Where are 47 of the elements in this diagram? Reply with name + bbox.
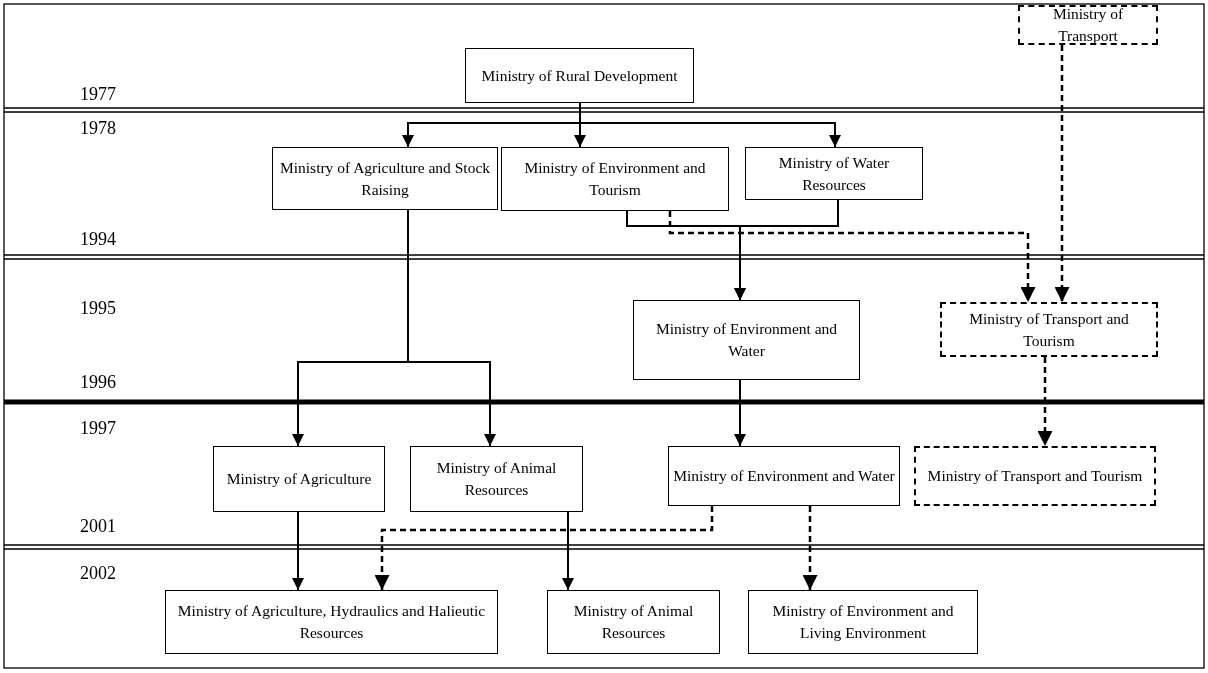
year-label: 2002 bbox=[80, 563, 116, 584]
arrow bbox=[562, 511, 574, 591]
year-label: 1978 bbox=[80, 118, 116, 139]
ministry-box bbox=[272, 147, 498, 210]
year-label: 1997 bbox=[80, 418, 116, 439]
box-label: Ministry of Transport bbox=[1051, 4, 1125, 46]
arrow bbox=[292, 511, 304, 591]
box-label: Ministry of Water Resources bbox=[777, 152, 891, 195]
arrow bbox=[668, 211, 1036, 302]
year-label: 2001 bbox=[80, 516, 116, 537]
arrow bbox=[734, 379, 746, 447]
ministry-box bbox=[940, 302, 1158, 357]
box-label: Ministry of Agriculture and Stock Raising bbox=[278, 157, 492, 200]
ministry-box bbox=[410, 446, 583, 512]
box-label: Ministry of Environment and Water bbox=[672, 466, 896, 486]
ministry-box bbox=[914, 446, 1156, 506]
box-label: Ministry of Environment and Water bbox=[654, 319, 839, 361]
box-label: Ministry of Agriculture bbox=[225, 469, 373, 489]
box-label: Ministry of Environment and Living Environment bbox=[771, 601, 955, 643]
ministry-box bbox=[465, 48, 694, 103]
ministry-box bbox=[501, 147, 729, 211]
ministry-box bbox=[547, 590, 720, 654]
year-label: 1995 bbox=[80, 298, 116, 319]
box-label: Ministry of Agriculture, Hydraulics and Halieutic Resources bbox=[176, 601, 487, 643]
ministry-box bbox=[1018, 5, 1158, 45]
box-label: Ministry of Environment and Tourism bbox=[523, 158, 707, 200]
arrow bbox=[374, 506, 714, 590]
box-label: Ministry of Transport and Tourism bbox=[926, 466, 1144, 486]
year-label: 1977 bbox=[80, 84, 116, 105]
arrow bbox=[734, 199, 839, 301]
arrow bbox=[579, 102, 841, 148]
arrow bbox=[1054, 45, 1070, 302]
arrow bbox=[802, 506, 818, 590]
ministry-box bbox=[165, 590, 498, 654]
ministry-box bbox=[745, 147, 923, 200]
box-label: Ministry of Rural Development bbox=[480, 65, 679, 86]
ministry-box bbox=[748, 590, 978, 654]
box-label: Ministry of Transport and Tourism bbox=[968, 308, 1130, 351]
ministry-box bbox=[633, 300, 860, 380]
year-label: 1994 bbox=[80, 229, 116, 250]
arrow bbox=[407, 209, 496, 447]
box-label: Ministry of Animal Resources bbox=[435, 458, 558, 500]
box-label: Ministry of Animal Resources bbox=[572, 601, 695, 643]
year-label: 1996 bbox=[80, 372, 116, 393]
arrow bbox=[1037, 357, 1053, 446]
ministry-box bbox=[213, 446, 385, 512]
ministry-box bbox=[668, 446, 900, 506]
